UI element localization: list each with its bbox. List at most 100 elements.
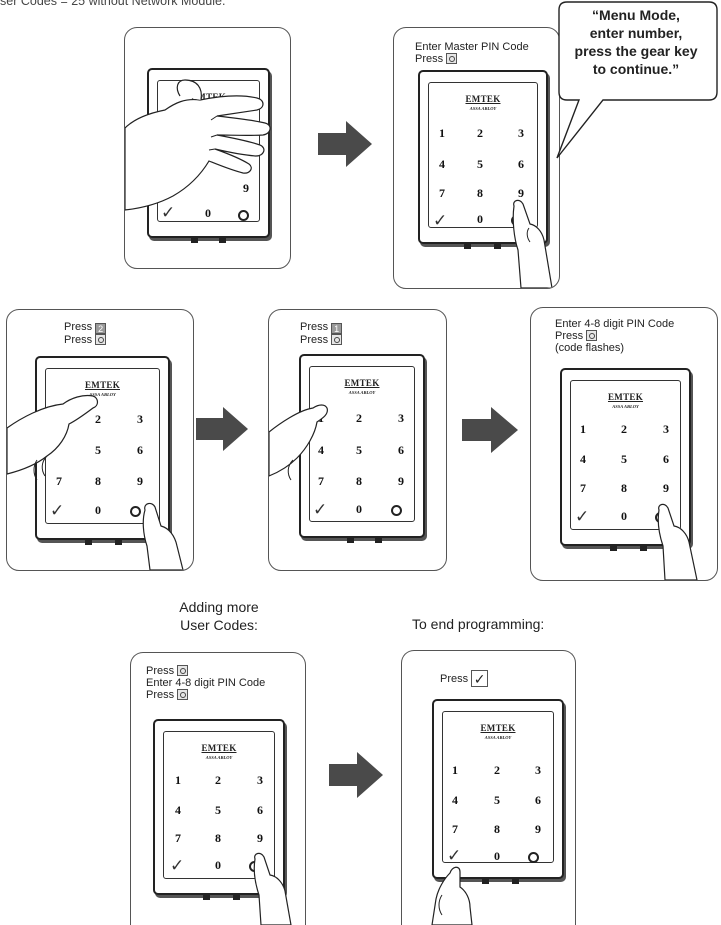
step-1-panel: EMTEK ASSA ABLOY 2 3 9 ✓ 0 bbox=[124, 27, 291, 269]
key-1[interactable]: 1 bbox=[452, 763, 458, 777]
key-8[interactable]: 8 bbox=[215, 831, 221, 845]
brand-logo: EMTEK bbox=[84, 380, 120, 390]
gear-key-icon bbox=[586, 330, 598, 341]
end-programming-title: To end programming: bbox=[412, 616, 545, 632]
key-3[interactable]: 3 bbox=[663, 422, 669, 436]
key-2[interactable]: 2 bbox=[356, 411, 362, 425]
key-7[interactable]: 7 bbox=[439, 186, 445, 200]
key-2[interactable]: 2 bbox=[215, 773, 221, 787]
key-0[interactable]: 0 bbox=[356, 502, 362, 516]
key-5[interactable]: 5 bbox=[356, 443, 362, 457]
check-key[interactable]: ✓ bbox=[447, 846, 462, 865]
key-8[interactable]: 8 bbox=[621, 481, 627, 495]
check-key[interactable]: ✓ bbox=[433, 211, 448, 230]
gear-key[interactable] bbox=[511, 215, 522, 226]
key-4[interactable]: 4 bbox=[452, 793, 458, 807]
key-4[interactable]: 4 bbox=[175, 803, 181, 817]
key-1[interactable]: 1 bbox=[175, 773, 181, 787]
gear-key-icon bbox=[95, 334, 107, 345]
sub-brand-logo: ASSA ABLOY bbox=[469, 106, 497, 111]
check-key[interactable]: ✓ bbox=[313, 500, 328, 519]
end-programming-instruction: Press✓ bbox=[440, 670, 489, 687]
key-6[interactable]: 6 bbox=[518, 157, 524, 171]
key-4[interactable]: 4 bbox=[439, 157, 445, 171]
key-1[interactable]: 1 bbox=[318, 411, 324, 425]
key-3[interactable]: 3 bbox=[243, 120, 249, 134]
key-7[interactable]: 7 bbox=[452, 822, 458, 836]
speech-bubble bbox=[556, 1, 718, 159]
key-2[interactable]: 2 bbox=[494, 763, 500, 777]
gear-key[interactable] bbox=[130, 506, 141, 517]
key-6[interactable]: 6 bbox=[663, 452, 669, 466]
key-8[interactable]: 8 bbox=[477, 186, 483, 200]
key-9[interactable]: 9 bbox=[535, 822, 541, 836]
key-3[interactable]: 3 bbox=[137, 412, 143, 426]
key-9[interactable]: 9 bbox=[137, 474, 143, 488]
sub-brand-logo: ASSA ABLOY bbox=[484, 735, 512, 740]
key-3[interactable]: 3 bbox=[535, 763, 541, 777]
key-0[interactable]: 0 bbox=[477, 212, 483, 226]
sub-brand-logo: ASSA ABLOY bbox=[195, 104, 222, 109]
gear-key[interactable] bbox=[238, 210, 249, 221]
key-5[interactable]: 5 bbox=[95, 443, 101, 457]
step-5-instruction: Enter 4-8 digit PIN Code Press (code fla… bbox=[555, 318, 675, 354]
key-7[interactable]: 7 bbox=[175, 831, 181, 845]
gear-key[interactable] bbox=[391, 505, 402, 516]
sub-brand-logo: ASSA ABLOY bbox=[612, 404, 639, 409]
gear-key[interactable] bbox=[655, 512, 666, 523]
brand-logo: EMTEK bbox=[344, 378, 380, 388]
key-9[interactable]: 9 bbox=[243, 181, 249, 195]
key-9[interactable]: 9 bbox=[518, 186, 524, 200]
key-5[interactable]: 5 bbox=[621, 452, 627, 466]
key-7[interactable]: 7 bbox=[318, 474, 324, 488]
key-6[interactable]: 6 bbox=[398, 443, 404, 457]
check-key[interactable]: ✓ bbox=[50, 501, 65, 520]
bubble-text: “Menu Mode, enter number, press the gear… bbox=[574, 7, 698, 77]
key-3[interactable]: 3 bbox=[257, 773, 263, 787]
key-1[interactable]: 1 bbox=[439, 126, 445, 140]
gear-key[interactable] bbox=[528, 852, 539, 863]
key-9[interactable]: 9 bbox=[663, 481, 669, 495]
check-key[interactable]: ✓ bbox=[170, 856, 185, 875]
key-7[interactable]: 7 bbox=[56, 474, 62, 488]
key-9[interactable]: 9 bbox=[257, 831, 263, 845]
key-6[interactable]: 6 bbox=[137, 443, 143, 457]
key-8[interactable]: 8 bbox=[494, 822, 500, 836]
adding-codes-panel: Press Enter 4-8 digit PIN Code Press EMT… bbox=[130, 652, 306, 925]
check-key[interactable]: ✓ bbox=[161, 203, 176, 222]
key-8[interactable]: 8 bbox=[356, 474, 362, 488]
key-3[interactable]: 3 bbox=[518, 126, 524, 140]
key-0[interactable]: 0 bbox=[621, 509, 627, 523]
brand-logo: EMTEK bbox=[607, 392, 643, 402]
key-4[interactable]: 4 bbox=[318, 443, 324, 457]
key-6[interactable]: 6 bbox=[535, 793, 541, 807]
key-5[interactable]: 5 bbox=[477, 157, 483, 171]
keypad: EMTEK ASSA ABLOY 1 2 3 4 5 6 7 8 9 ✓ 0 bbox=[432, 699, 564, 884]
key-1[interactable]: 1 bbox=[580, 422, 586, 436]
key-5[interactable]: 5 bbox=[494, 793, 500, 807]
key-2[interactable]: 2 bbox=[205, 120, 211, 134]
key-5[interactable]: 5 bbox=[215, 803, 221, 817]
key-0[interactable]: 0 bbox=[205, 206, 211, 220]
key-2[interactable]: 2 bbox=[477, 126, 483, 140]
adding-codes-instruction: Press Enter 4-8 digit PIN Code Press bbox=[146, 665, 266, 701]
key-0[interactable]: 0 bbox=[494, 849, 500, 863]
key-7[interactable]: 7 bbox=[580, 481, 586, 495]
key-9[interactable]: 9 bbox=[398, 474, 404, 488]
keypad: EMTEK ASSA ABLOY 1 2 3 4 5 6 7 8 9 ✓ 0 bbox=[299, 354, 425, 543]
key-0[interactable]: 0 bbox=[215, 858, 221, 872]
key-2[interactable]: 2 bbox=[95, 412, 101, 426]
key-4[interactable]: 4 bbox=[580, 452, 586, 466]
check-key[interactable]: ✓ bbox=[575, 507, 590, 526]
key-0[interactable]: 0 bbox=[95, 503, 101, 517]
key-2[interactable]: 2 bbox=[621, 422, 627, 436]
key-6[interactable]: 6 bbox=[257, 803, 263, 817]
end-programming-panel: Press✓ EMTEK ASSA ABLOY 1 2 3 4 5 6 7 8 … bbox=[401, 650, 576, 925]
gear-key[interactable] bbox=[249, 861, 260, 872]
key-3[interactable]: 3 bbox=[398, 411, 404, 425]
key-1[interactable]: 1 bbox=[56, 412, 62, 426]
key-8[interactable]: 8 bbox=[95, 474, 101, 488]
